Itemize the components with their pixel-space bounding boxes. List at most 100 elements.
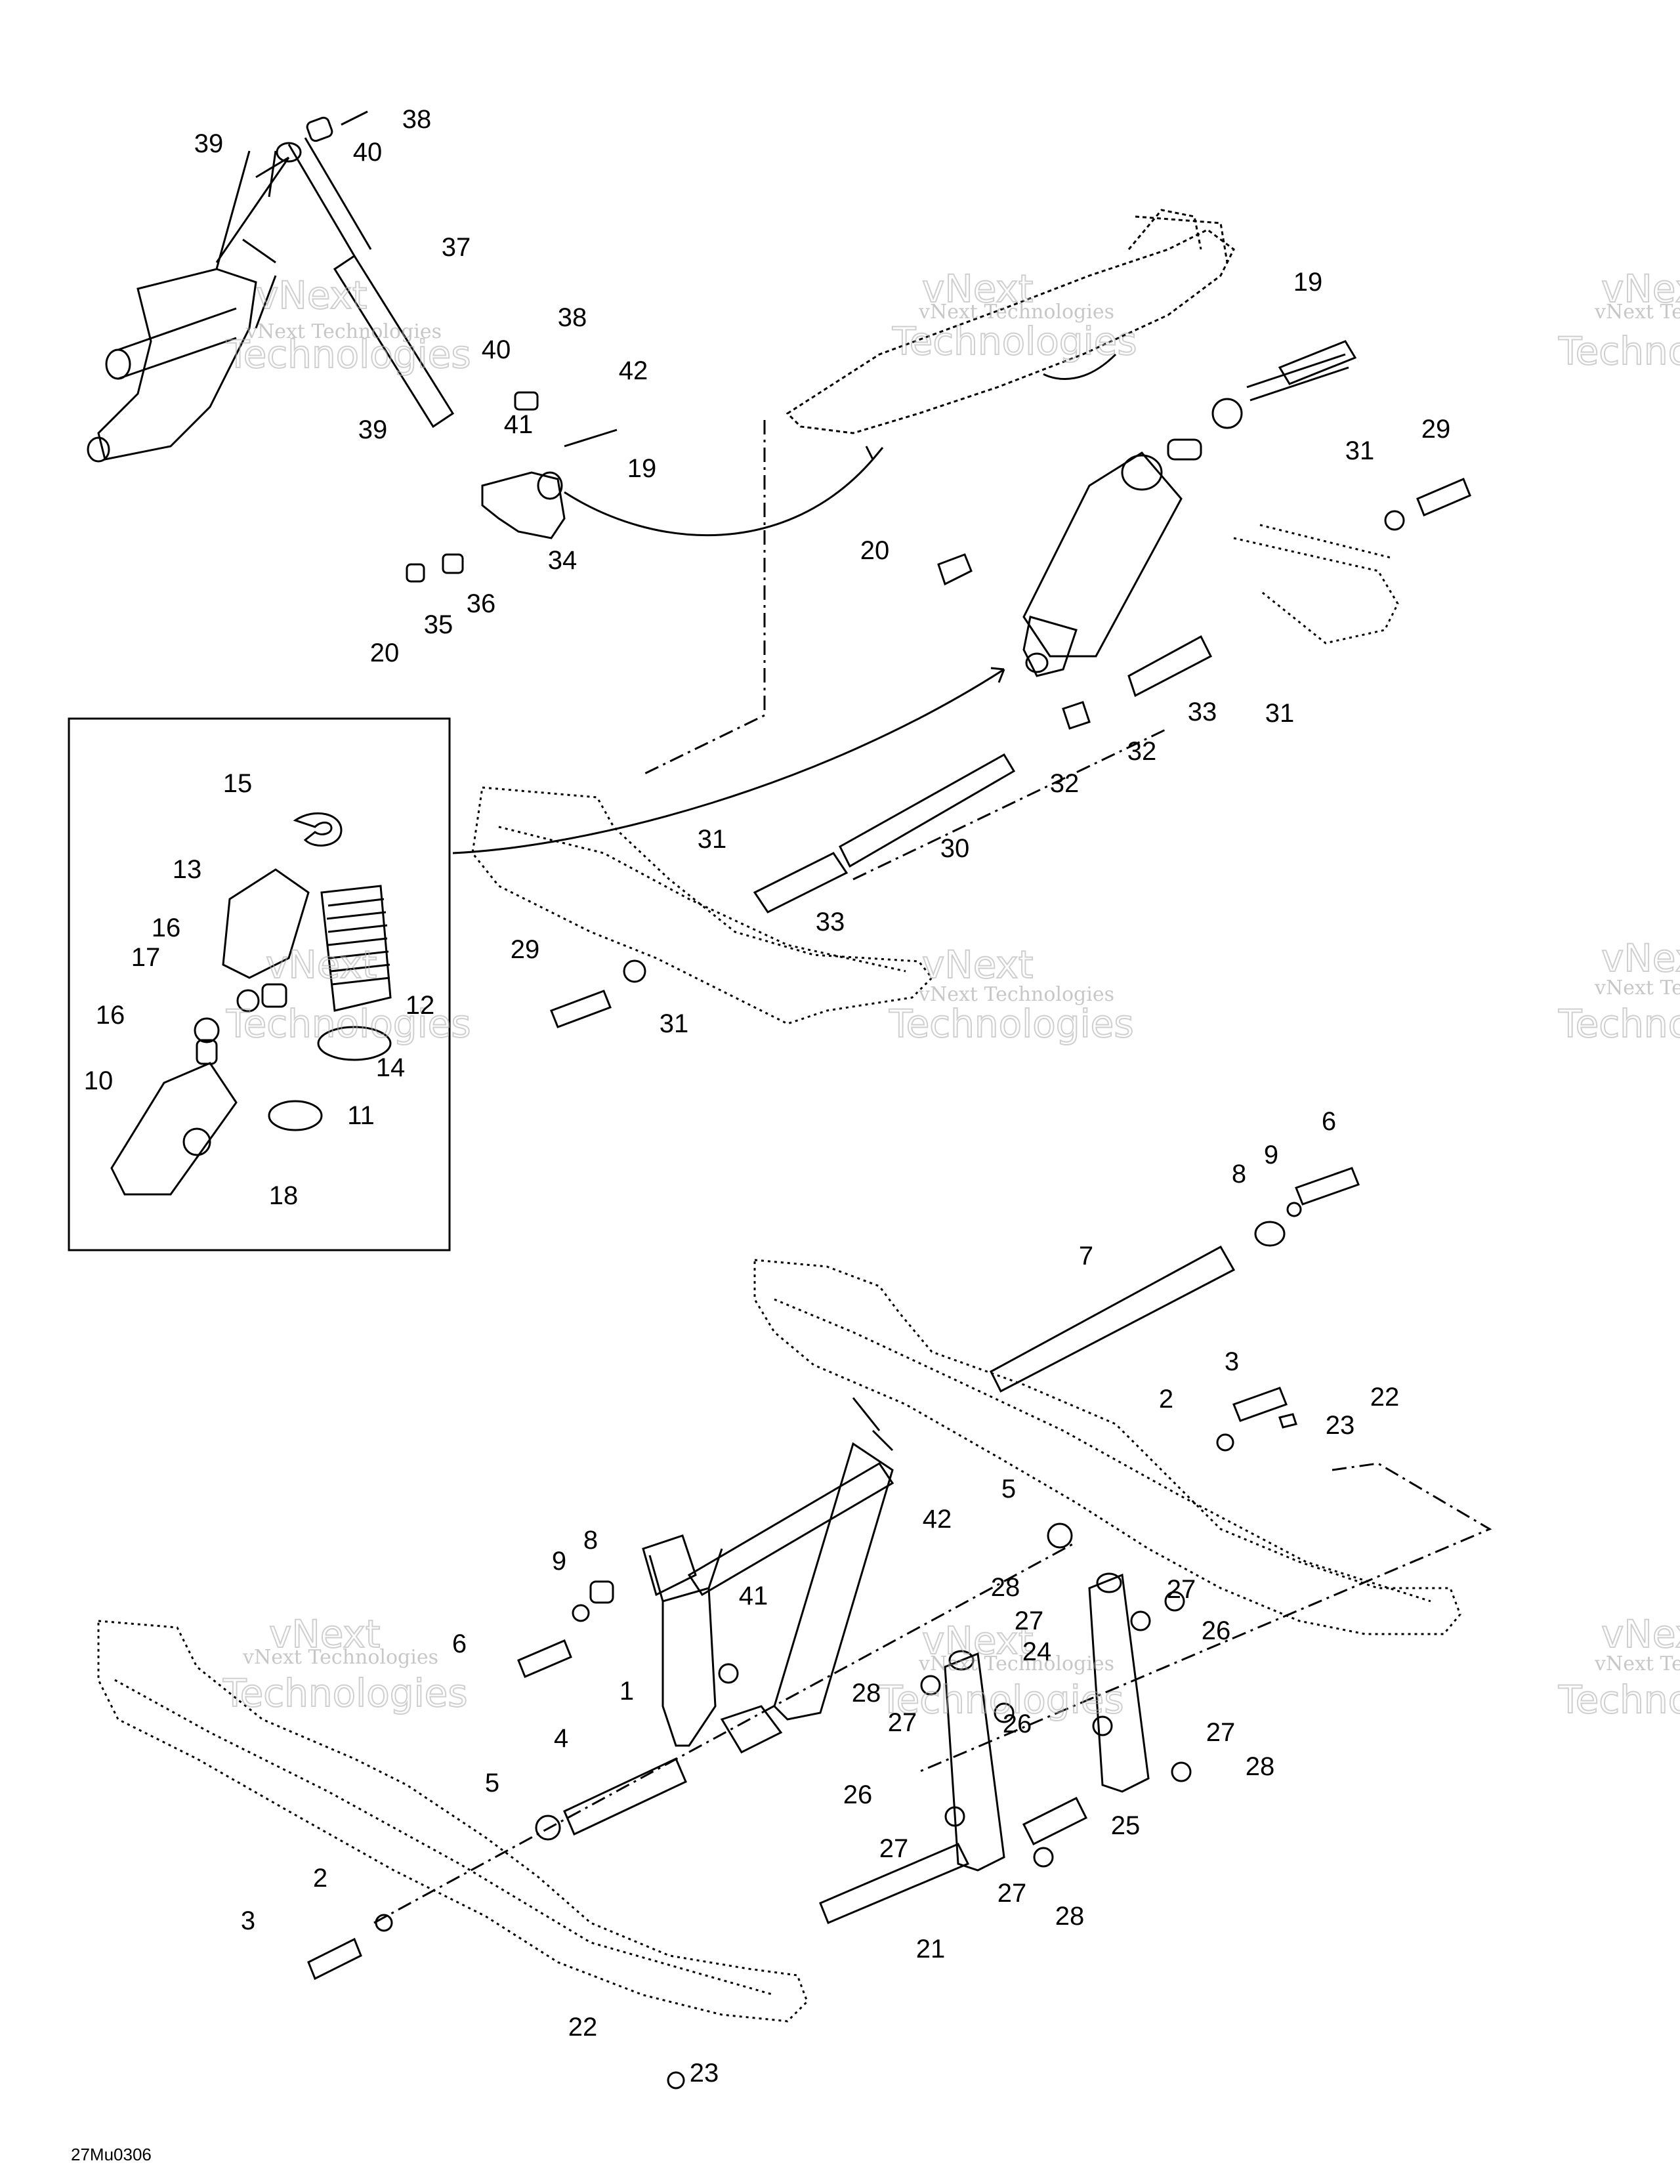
callout-number: 28	[991, 1573, 1020, 1602]
callout-number: 31	[1345, 436, 1375, 465]
callout-number: 26	[1003, 1710, 1032, 1738]
watermark-text: vNext	[269, 1612, 380, 1656]
callout-number: 38	[402, 105, 432, 134]
callout-number: 7	[1079, 1242, 1093, 1270]
callout-number: 19	[627, 454, 657, 483]
callout-number: 34	[548, 546, 578, 575]
callout-number: 39	[358, 415, 388, 444]
callout-number: 16	[96, 1001, 125, 1030]
callout-number: 15	[223, 769, 253, 798]
upper-front-arm	[786, 209, 1235, 434]
drawing-code: 27Mu0306	[71, 2145, 152, 2164]
callout-number: 27	[1206, 1718, 1236, 1747]
callout-number: 3	[1225, 1347, 1239, 1376]
watermark-text: vNext Technologies	[1594, 1652, 1680, 1675]
callout-number: 19	[1293, 268, 1323, 297]
callout-number: 6	[1322, 1107, 1336, 1136]
connection-lines	[215, 150, 1492, 1924]
callout-number: 35	[424, 610, 453, 639]
callout-number: 27	[1167, 1575, 1196, 1604]
callout-number: 17	[131, 943, 161, 972]
callout-number: 9	[1264, 1141, 1278, 1169]
right-skid-frame	[753, 1259, 1461, 1635]
callout-number: 22	[1370, 1383, 1400, 1412]
callout-number: 3	[241, 1906, 255, 1935]
callout-number: 1	[620, 1677, 634, 1706]
callout-number: 31	[660, 1009, 689, 1038]
callout-number: 9	[552, 1547, 566, 1576]
watermark-text: Technologies	[226, 332, 471, 377]
watermark-text: Technologies	[1558, 329, 1680, 373]
callout-number: 42	[923, 1505, 952, 1534]
callout-number: 21	[916, 1935, 946, 1964]
watermark-text: vNext	[1601, 936, 1680, 980]
watermark-text: vNext	[922, 266, 1033, 311]
callout-number: 42	[619, 356, 648, 385]
watermark-text: Technologies	[889, 1001, 1134, 1046]
upper-shock-assembly	[87, 110, 455, 463]
watermark-text: vNext	[266, 942, 377, 987]
inset-detail	[68, 717, 451, 1251]
callout-number: 39	[194, 129, 224, 158]
callout-number: 40	[482, 335, 511, 364]
callout-labels: 1223345566788991011121314151616171819192…	[84, 105, 1451, 2088]
callout-number: 38	[558, 303, 587, 332]
callout-number: 40	[353, 138, 383, 167]
callout-number: 10	[84, 1066, 114, 1095]
watermark-text: Technologies	[222, 1671, 468, 1715]
callout-number: 20	[370, 639, 400, 667]
callout-number: 4	[554, 1724, 568, 1753]
callout-number: 5	[485, 1769, 499, 1797]
watermark-text: vNext Technologies	[918, 1652, 1114, 1675]
watermark-text: Technologies	[1558, 1001, 1680, 1046]
callout-number: 31	[1265, 699, 1295, 728]
callout-number: 30	[940, 834, 970, 863]
cross-shafts	[535, 635, 1286, 1924]
bracket-34	[406, 391, 618, 583]
hardware	[307, 340, 1471, 2090]
callout-number: 11	[347, 1101, 375, 1130]
callout-number: 27	[888, 1708, 917, 1737]
callout-number: 12	[406, 991, 435, 1020]
callout-number: 6	[452, 1629, 467, 1658]
callout-number: 33	[816, 908, 845, 936]
front-arm-assembly	[589, 1397, 894, 1754]
watermark-text: Technologies	[226, 1001, 471, 1046]
callout-number: 27	[879, 1834, 909, 1863]
watermark-text: vNext	[1601, 1612, 1680, 1656]
callout-number: 26	[843, 1780, 873, 1809]
watermark-text: vNext Technologies	[242, 1646, 438, 1669]
callout-number: 32	[1050, 769, 1080, 798]
callout-number: 18	[269, 1181, 299, 1210]
callout-number: 27	[998, 1879, 1027, 1908]
left-skid-frame	[97, 1620, 808, 2023]
upper-frame-rail	[471, 524, 1399, 1025]
callout-number: 2	[313, 1864, 327, 1893]
watermark-text: vNext	[922, 942, 1033, 987]
callout-number: 5	[1001, 1475, 1016, 1503]
callout-number: 20	[860, 536, 890, 565]
callout-number: 8	[1232, 1160, 1246, 1188]
watermarks: vNext Technologies vNext Technologies vN…	[222, 266, 1680, 1723]
watermark-text: vNext	[1601, 266, 1680, 311]
watermark-text: vNext Technologies	[1594, 976, 1680, 999]
callout-number: 28	[1055, 1902, 1085, 1931]
callout-number: 28	[852, 1679, 881, 1708]
callout-number: 22	[568, 2013, 598, 2042]
callout-number: 27	[1015, 1606, 1044, 1635]
callout-number: 23	[1326, 1411, 1355, 1440]
rear-links	[944, 1572, 1150, 1872]
callout-number: 33	[1188, 698, 1217, 726]
callout-number: 36	[467, 589, 496, 618]
callout-number: 24	[1022, 1637, 1052, 1666]
watermark-text: Technologies	[879, 1677, 1124, 1722]
rear-shock-absorber	[937, 353, 1349, 677]
watermark-text: vNext	[922, 1618, 1033, 1663]
callout-number: 32	[1127, 737, 1157, 766]
callout-number: 31	[698, 825, 727, 854]
callout-number: 41	[739, 1582, 768, 1610]
callout-number: 14	[376, 1053, 406, 1082]
watermark-text: vNext Technologies	[1594, 301, 1680, 324]
watermark-text: vNext Technologies	[918, 983, 1114, 1006]
